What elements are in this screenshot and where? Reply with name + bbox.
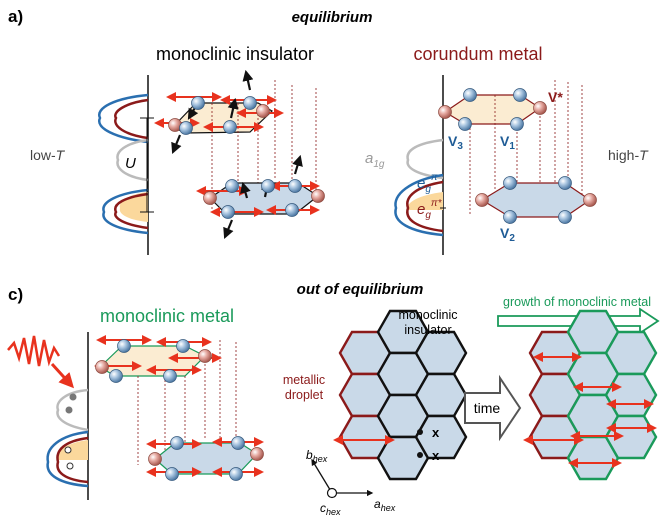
honeycomb-grown	[528, 309, 658, 481]
time-label: time	[474, 400, 501, 416]
dos-panel-c	[46, 332, 89, 500]
a-hex-label: ahex	[374, 497, 396, 513]
hex-axes	[311, 458, 374, 499]
honeycomb-markers: x x	[417, 425, 440, 463]
panel-a-label: a)	[8, 7, 23, 26]
corundum-upper-plane	[443, 80, 583, 215]
low-t-label: low-T	[30, 147, 66, 163]
monoclinic-metal-title: monoclinic metal	[100, 306, 234, 326]
monoclinic-insulator-label-line2: insulator	[404, 323, 451, 337]
corundum-lower-plane	[480, 182, 592, 218]
v3-label: V3	[448, 133, 463, 152]
panel-c-title: out of equilibrium	[297, 281, 424, 298]
u-label: U	[125, 155, 136, 172]
monoclinic-insulator-title: monoclinic insulator	[156, 44, 314, 64]
corundum-metal-title: corundum metal	[413, 44, 542, 64]
dos-right	[394, 75, 446, 255]
growth-label: growth of monoclinic metal	[503, 295, 651, 309]
b-hex-label: bhex	[306, 448, 328, 464]
laser-pulse-icon	[7, 335, 75, 389]
honeycomb-grown-arrows	[523, 352, 657, 468]
atoms-corundum	[438, 88, 597, 224]
panel-a-title: equilibrium	[292, 9, 373, 26]
dos-left	[98, 75, 154, 255]
metallic-droplet-label-line1: metallic	[283, 373, 325, 387]
atoms-monoclinic-metal	[95, 339, 264, 481]
atoms-monoclinic	[168, 96, 325, 219]
svg-text:x: x	[432, 448, 440, 463]
panel-c-label: c)	[8, 285, 23, 304]
c-hex-label: chex	[320, 501, 341, 517]
svg-text:x: x	[432, 425, 440, 440]
high-t-label: high-T	[608, 147, 649, 163]
monoclinic-insulator-label-line1: monoclinic	[398, 308, 457, 322]
v2-label: V2	[500, 225, 515, 244]
black-displacement-arrows	[171, 69, 303, 240]
metallic-droplet-label-line2: droplet	[285, 388, 324, 402]
v1-label: V1	[500, 133, 515, 152]
v-star-label: V*	[548, 89, 563, 105]
a1g-label: a1g	[365, 150, 385, 170]
time-arrow	[464, 374, 522, 442]
